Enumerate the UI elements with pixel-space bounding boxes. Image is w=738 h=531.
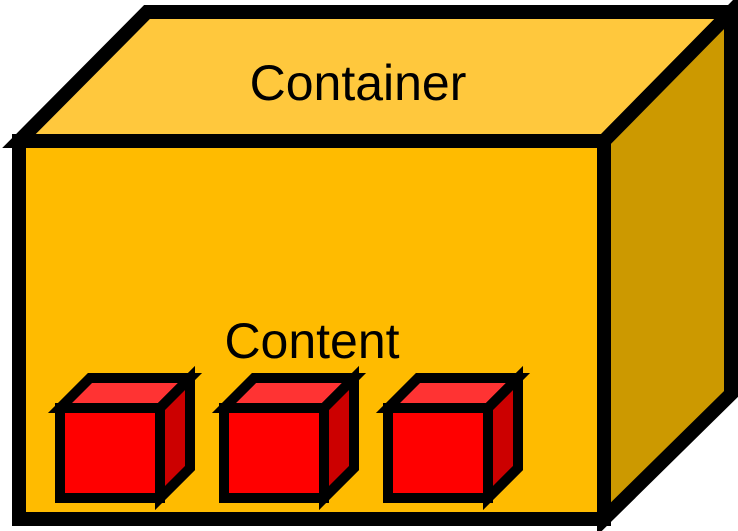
container-label: Container (250, 55, 467, 111)
content-cube (211, 365, 367, 511)
content-cube (375, 365, 531, 511)
content-cube-front-face (383, 403, 493, 503)
content-cube-front-face (219, 403, 329, 503)
content-label: Content (224, 313, 399, 369)
content-cube (47, 365, 203, 511)
content-cube-front-face (55, 403, 165, 503)
